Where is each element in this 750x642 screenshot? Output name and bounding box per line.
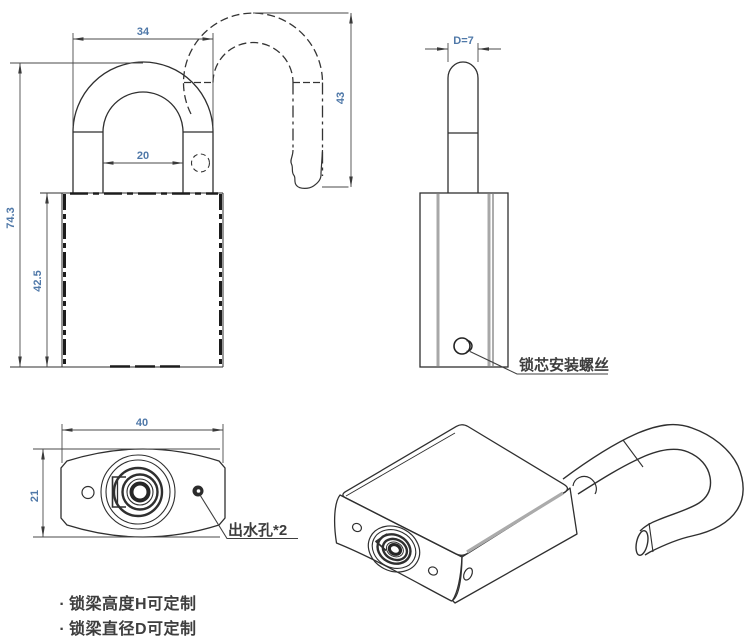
drain-label: 出水孔*2 [228,521,287,539]
left-drain-hole [81,485,95,500]
dim-body-depth: 21 [29,490,41,502]
iso-drain-hole-left [351,522,363,533]
iso-body [333,424,597,604]
bullet-marker: · [59,596,65,613]
top-dimensions [33,424,224,538]
note-text: 锁梁高度H可定制 [69,596,197,613]
side-dimensions [425,43,501,62]
front-shackle-open-phantom [182,12,324,189]
front-shackle-closed [72,61,214,193]
iso-drain-hole-right [427,566,439,576]
dim-body-width: 40 [136,417,148,429]
keyhole [100,454,176,530]
top-view: 40 21 出水孔*2 [29,417,298,540]
dim-body-height: 42.5 [32,270,44,291]
front-body [10,192,224,368]
dim-overall-height: 74.3 [5,207,17,228]
bullet-marker: · [59,621,65,638]
iso-keyhole [367,525,421,573]
cylinder-screw [453,337,473,355]
front-view: 34 20 74.3 42.5 43 [5,12,353,368]
note-shackle-height: · 锁梁高度H可定制 [55,592,197,617]
iso-side-hole [463,567,473,581]
dim-open-shackle-height: 43 [335,92,347,104]
dim-shackle-inner-width: 20 [137,150,149,162]
dim-shackle-outer-width: 34 [137,26,150,38]
note-shackle-diameter: · 锁梁直径D可定制 [55,617,197,642]
drain-leader [199,494,298,540]
dim-shackle-diameter: D=7 [453,35,474,47]
note-text: 锁梁直径D可定制 [69,621,197,638]
side-shackle [447,61,479,193]
front-dimensions [10,12,353,368]
iso-shackle [562,423,744,556]
side-view: D=7 锁芯安装螺丝 [419,35,609,375]
side-body [419,192,509,368]
screw-label: 锁芯安装螺丝 [519,356,609,374]
iso-view [333,423,744,604]
customization-notes: · 锁梁高度H可定制 · 锁梁直径D可定制 [55,592,197,642]
right-drain-hole [192,485,204,497]
screw-leader [469,351,608,375]
